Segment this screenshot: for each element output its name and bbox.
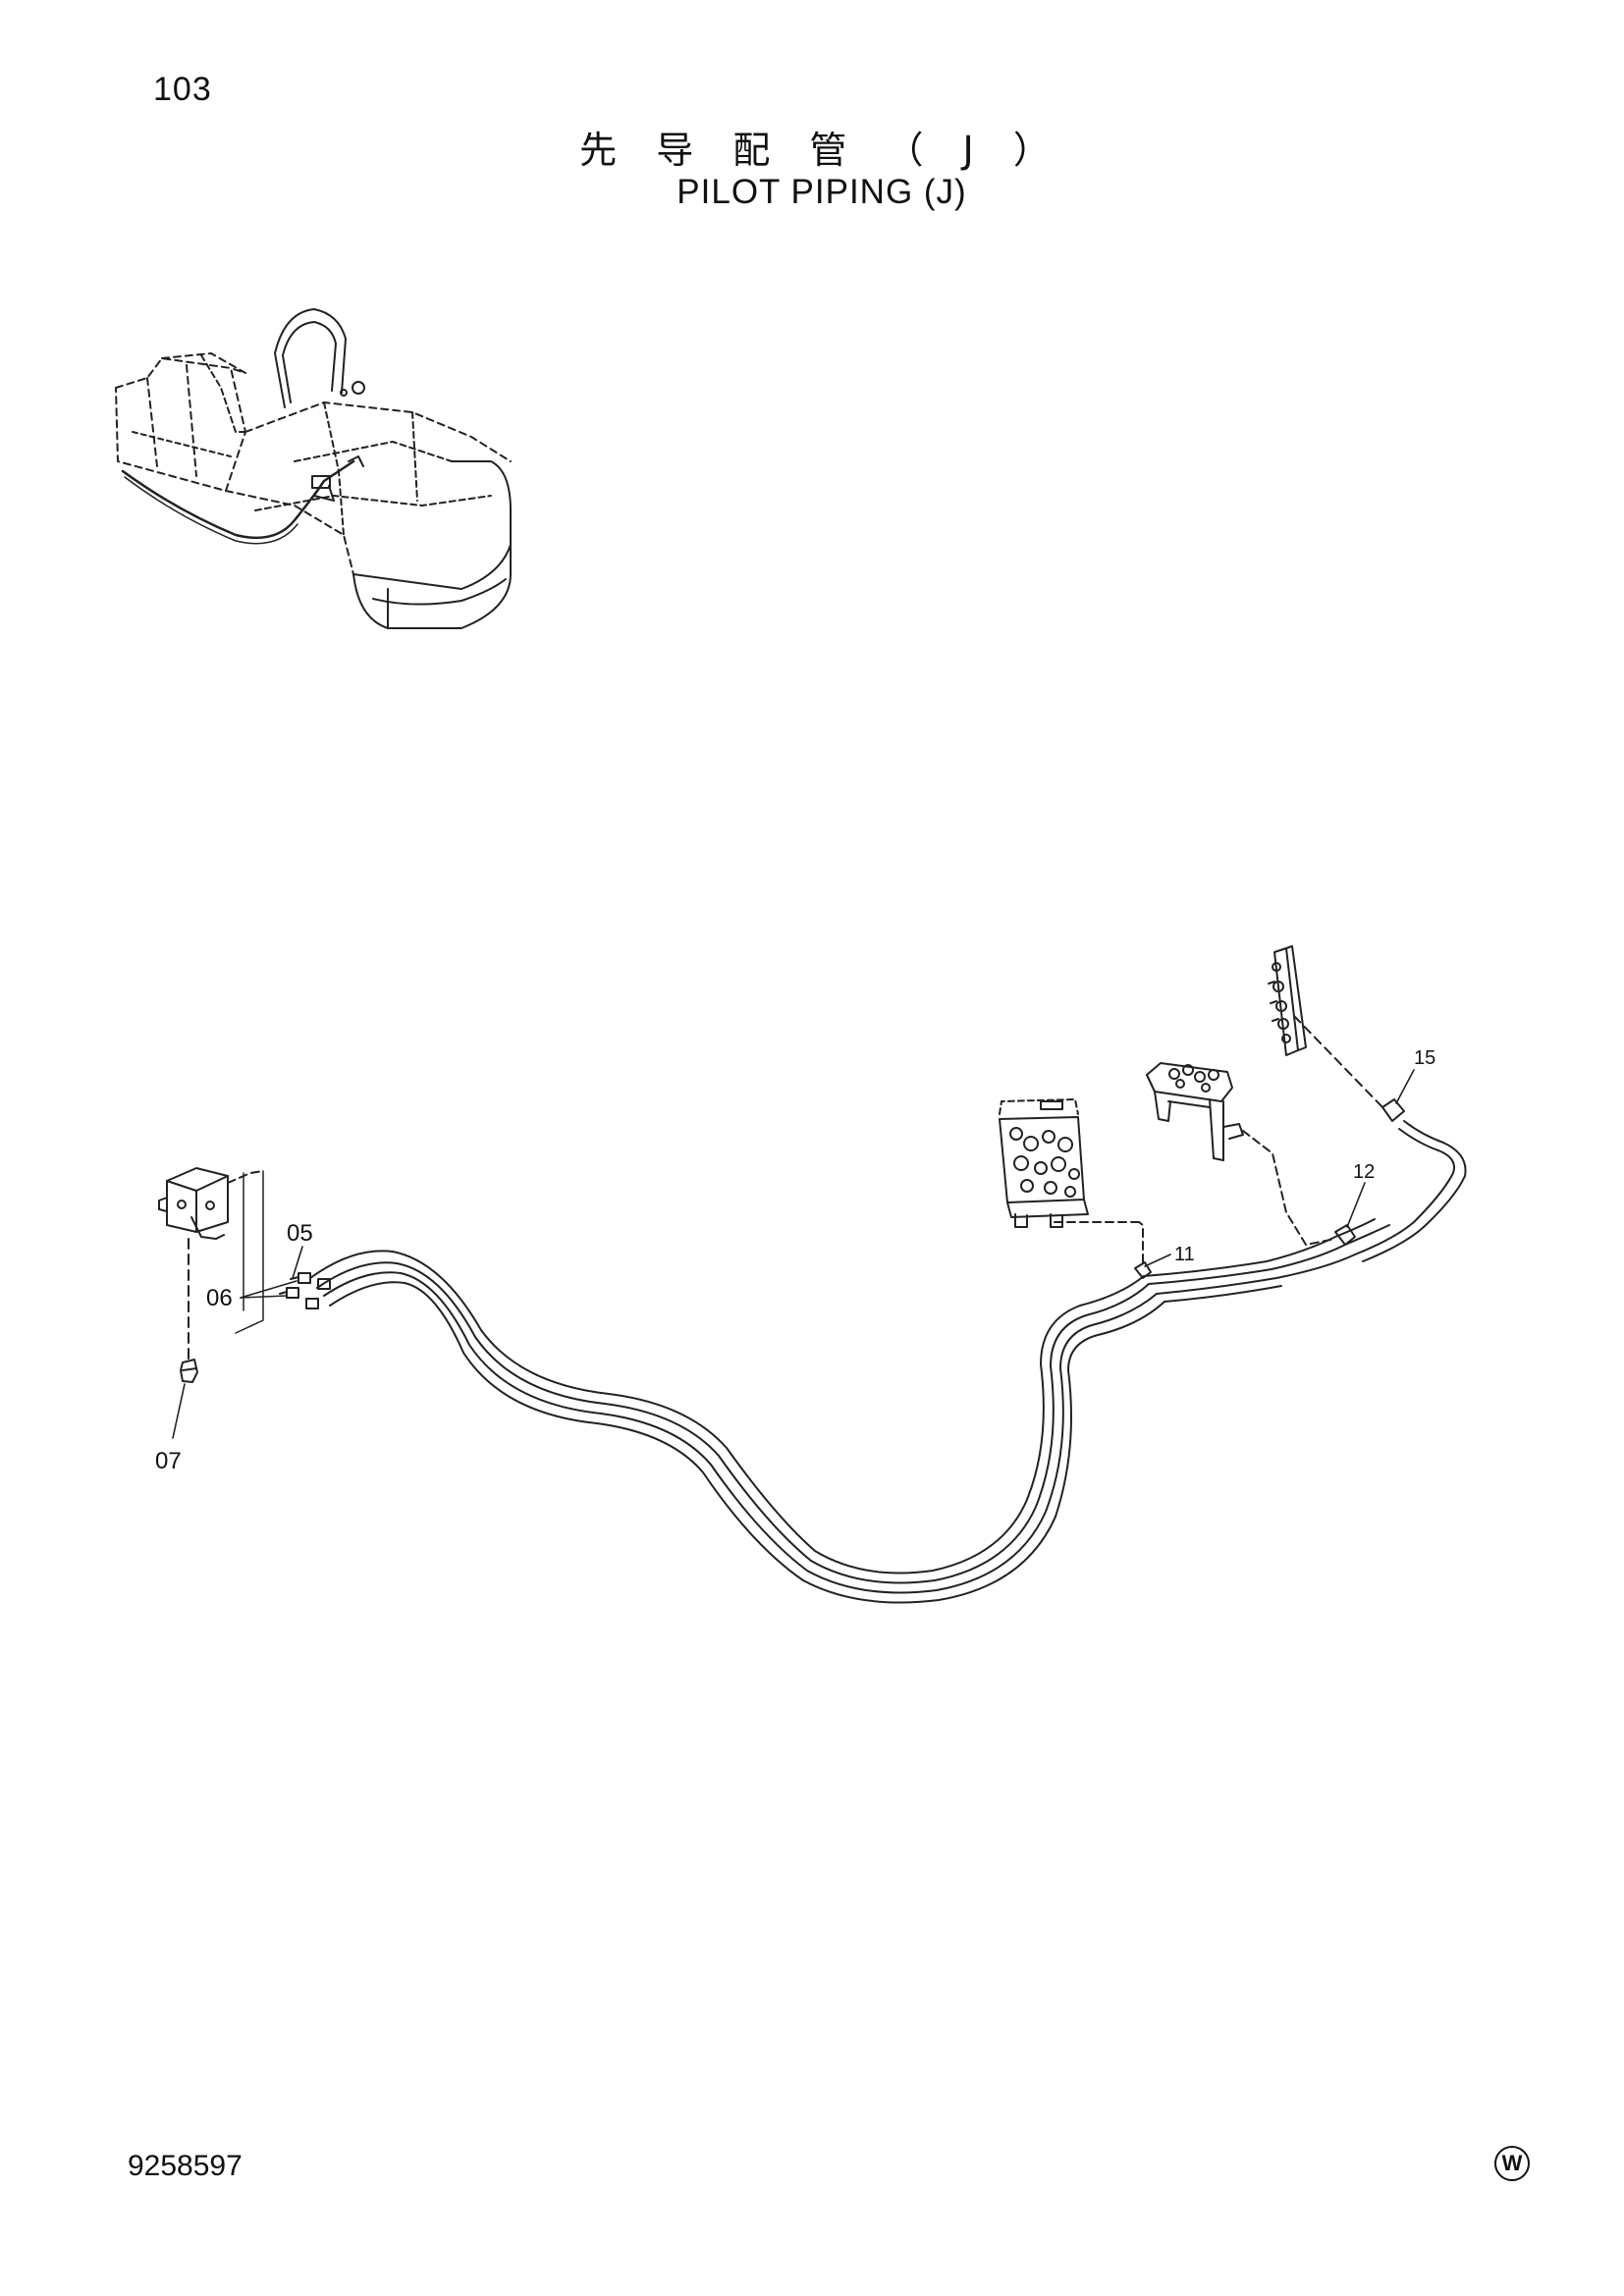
circled-mark: W [1494,2146,1530,2181]
pilot-control-valve [999,1098,1089,1228]
callout-11: 11 [1174,1244,1195,1265]
valve-stand [1146,1062,1336,1246]
leader-05 [292,1246,303,1279]
title-english: PILOT PIPING (J) [677,173,967,211]
title-japanese: 先 导 配 管 （ J ） [579,129,1064,172]
callout-07: 07 [155,1448,182,1474]
leader-11 [1144,1254,1171,1267]
callout-05: 05 [287,1220,313,1247]
leader-06b [240,1280,298,1299]
callout-15: 15 [1414,1047,1435,1069]
fitting-11 [1050,1221,1152,1279]
callout-12: 12 [1353,1161,1375,1183]
callout-06: 06 [206,1285,233,1311]
leader-12 [1346,1182,1366,1228]
leader-15 [1395,1069,1415,1104]
fitting-07 [180,1359,198,1383]
leader-06a [240,1295,288,1299]
fitting-12 [1334,1224,1356,1246]
leader-07 [172,1383,186,1439]
fitting-15 [1381,1098,1405,1122]
leader-lines [172,1069,1415,1439]
pilot-hose-bundle [309,1120,1467,1604]
fittings-05-06 [279,1272,331,1309]
valve-block-left [158,1167,264,1361]
document-number: 9258597 [128,2150,243,2182]
page-number: 103 [153,71,212,108]
excavator-overview-drawing [115,308,512,629]
manifold-bar [1268,945,1385,1110]
